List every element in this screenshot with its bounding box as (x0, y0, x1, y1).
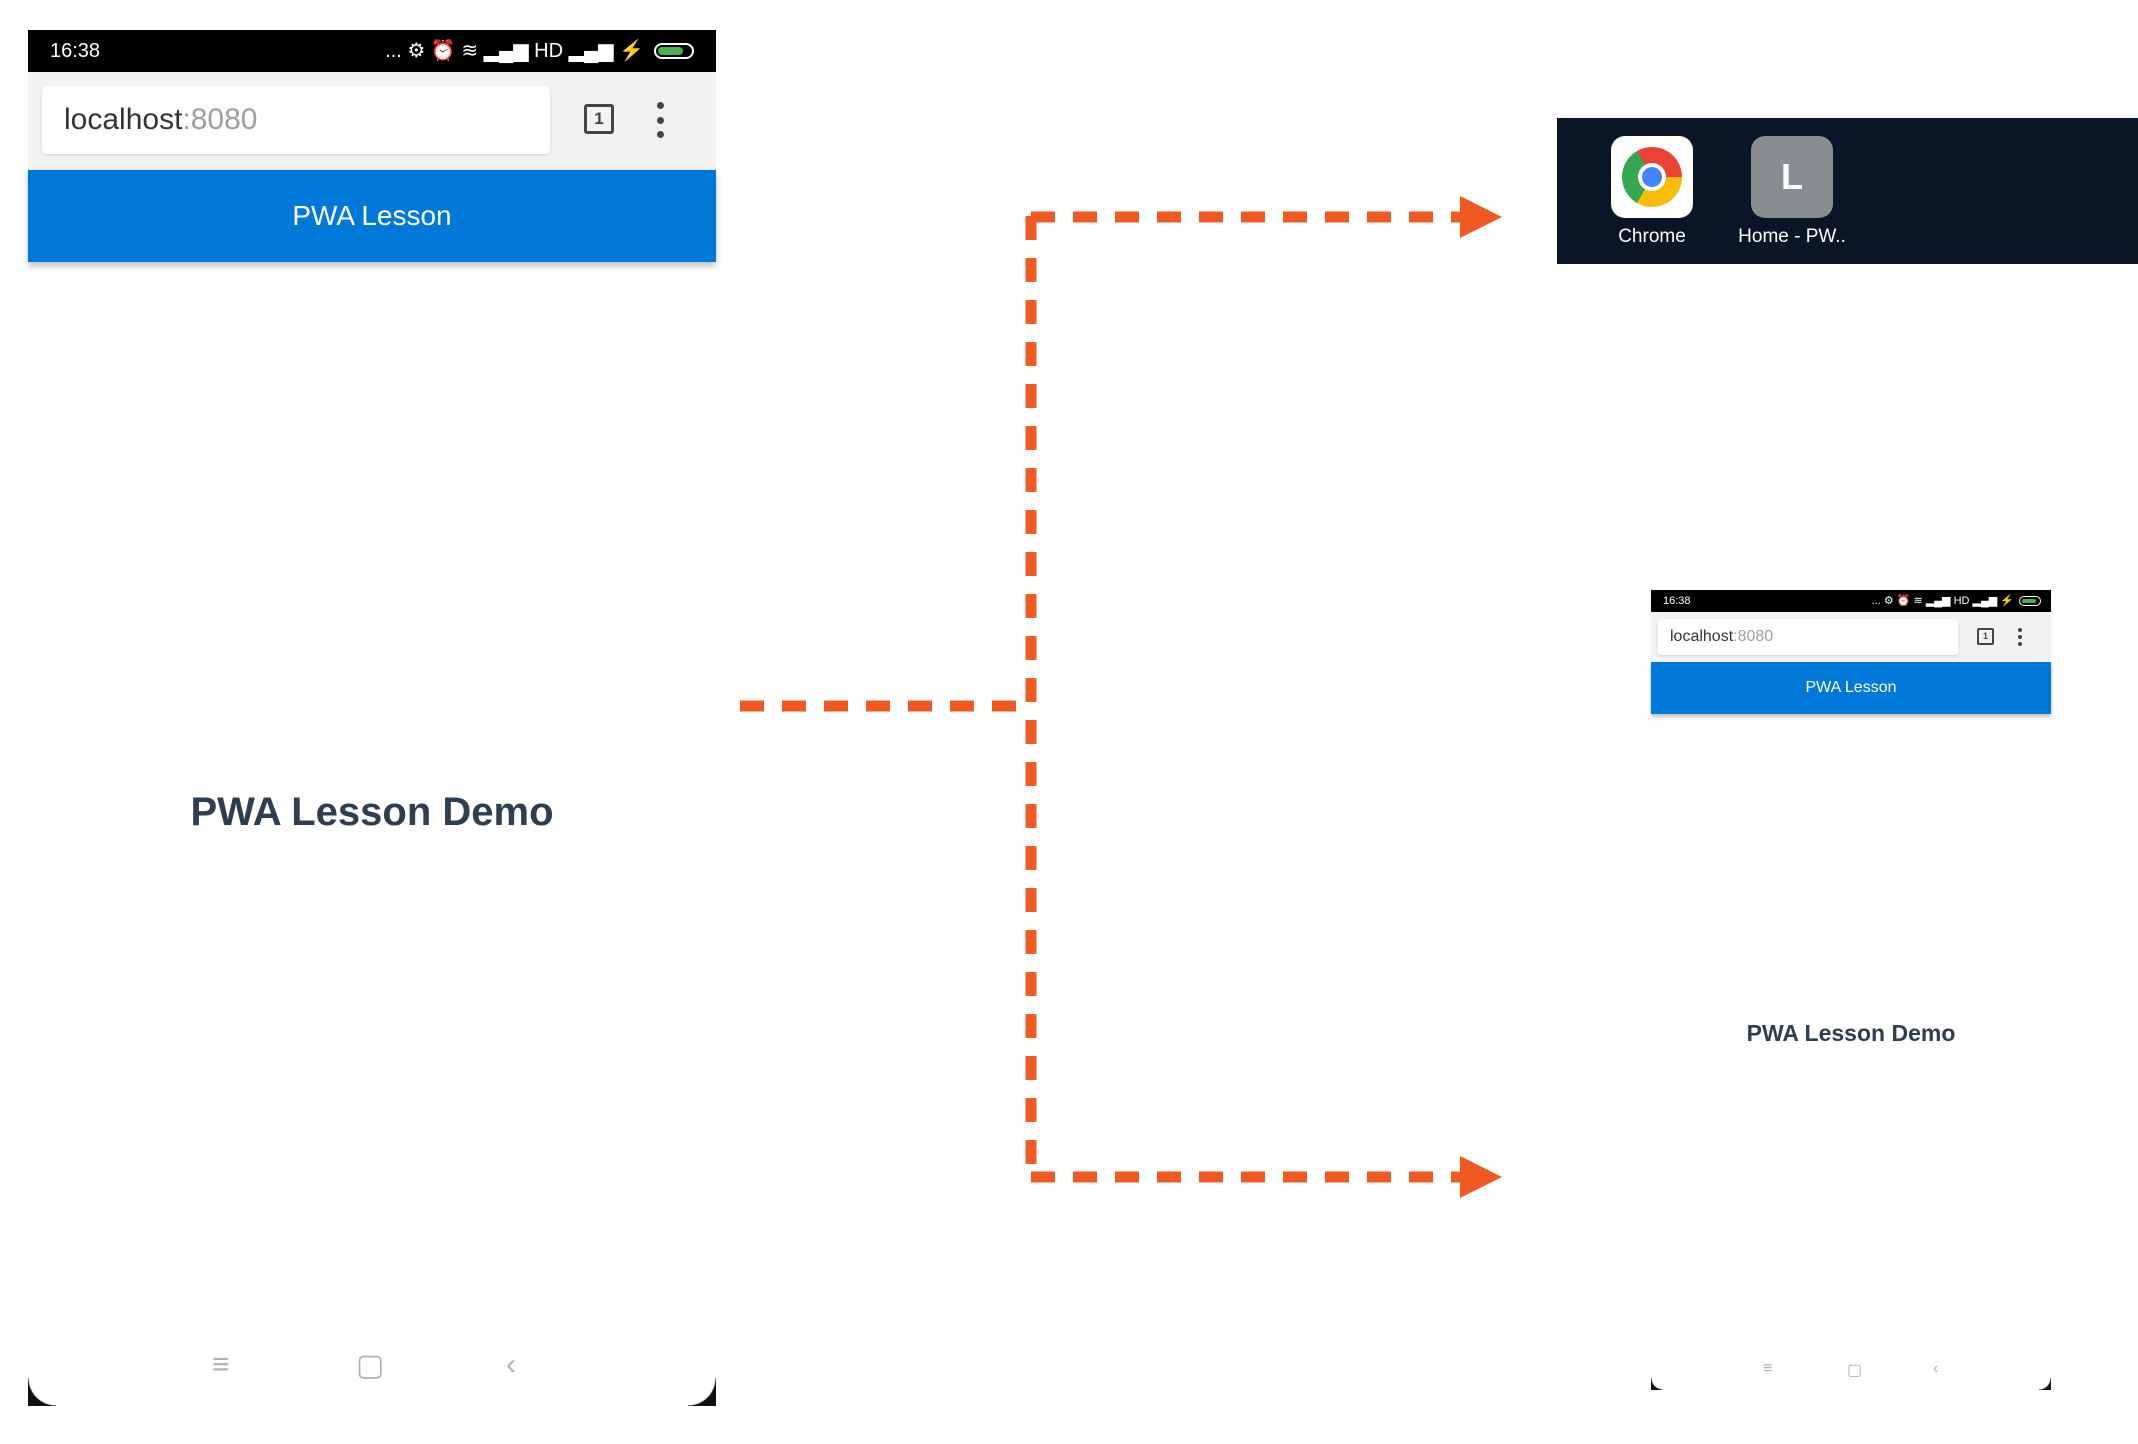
url-port: :8080 (182, 103, 258, 136)
system-nav-bar: ≡ ▢ ‹ (28, 1336, 716, 1406)
phone-screenshot-small: 16:38 ... ⚙ ⏰ ≋ ▂▄▆ HD ▂▄▆ ⚡ localhost:8… (1651, 590, 2051, 1390)
chrome-icon (1611, 136, 1693, 218)
home-icon[interactable]: ▢ (356, 1349, 385, 1382)
status-indicators: ... ⚙ ⏰ ≋ ▂▄▆ HD ▂▄▆ ⚡ (385, 40, 644, 62)
home-app-chrome[interactable]: Chrome (1597, 136, 1707, 248)
battery-icon (654, 42, 694, 59)
home-screen-strip: Chrome L Home - PW.. (1557, 118, 2138, 264)
screen-corner (28, 1378, 56, 1406)
back-icon[interactable]: ‹ (506, 1348, 516, 1381)
app-label: Chrome (1618, 226, 1686, 247)
browser-address-bar: localhost:8080 1 (28, 72, 716, 170)
tab-switcher-button[interactable]: 1 (1977, 628, 1994, 645)
tab-switcher-button[interactable]: 1 (584, 104, 614, 134)
phone-screenshot-large: 16:38 ... ⚙ ⏰ ≋ ▂▄▆ HD ▂▄▆ ⚡ localhost:8… (28, 30, 716, 1406)
system-nav-bar: ≡ ▢ ‹ (1651, 1350, 2051, 1390)
overflow-menu-icon[interactable] (650, 102, 670, 138)
arrowhead-bottom (1460, 1156, 1502, 1198)
arrowhead-top (1460, 196, 1502, 238)
status-time: 16:38 (1663, 595, 1691, 607)
app-label: Home - PW.. (1738, 226, 1846, 247)
status-time: 16:38 (50, 40, 101, 62)
battery-icon (2019, 595, 2041, 606)
url-input[interactable]: localhost:8080 (42, 86, 550, 154)
back-icon[interactable]: ‹ (1933, 1360, 1939, 1377)
screen-corner (688, 1378, 716, 1406)
home-icon[interactable]: ▢ (1847, 1362, 1863, 1379)
menu-icon[interactable]: ≡ (212, 1348, 230, 1381)
url-host: localhost (1670, 628, 1734, 645)
url-host: localhost (64, 103, 183, 136)
status-indicators: ... ⚙ ⏰ ≋ ▂▄▆ HD ▂▄▆ ⚡ (1871, 595, 2014, 607)
pwa-letter-icon: L (1751, 136, 1833, 218)
status-icons: ... ⚙ ⏰ ≋ ▂▄▆ HD ▂▄▆ ⚡ (1872, 594, 2041, 607)
menu-icon[interactable]: ≡ (1763, 1360, 1773, 1377)
screen-corner (1651, 1378, 1663, 1390)
status-icons: ... ⚙ ⏰ ≋ ▂▄▆ HD ▂▄▆ ⚡ (385, 38, 694, 63)
overflow-menu-icon[interactable] (2015, 628, 2025, 646)
home-app-pwa[interactable]: L Home - PW.. (1737, 136, 1847, 248)
url-port: :8080 (1733, 628, 1774, 645)
browser-address-bar: localhost:8080 1 (1651, 612, 2051, 662)
app-header: PWA Lesson (28, 170, 716, 262)
status-bar: 16:38 ... ⚙ ⏰ ≋ ▂▄▆ HD ▂▄▆ ⚡ (28, 30, 716, 72)
page-heading: PWA Lesson Demo (190, 790, 554, 834)
url-input[interactable]: localhost:8080 (1658, 619, 1958, 655)
status-bar: 16:38 ... ⚙ ⏰ ≋ ▂▄▆ HD ▂▄▆ ⚡ (1651, 590, 2051, 612)
page-heading: PWA Lesson Demo (1746, 1020, 1956, 1046)
app-header: PWA Lesson (1651, 662, 2051, 714)
screen-corner (2039, 1378, 2051, 1390)
